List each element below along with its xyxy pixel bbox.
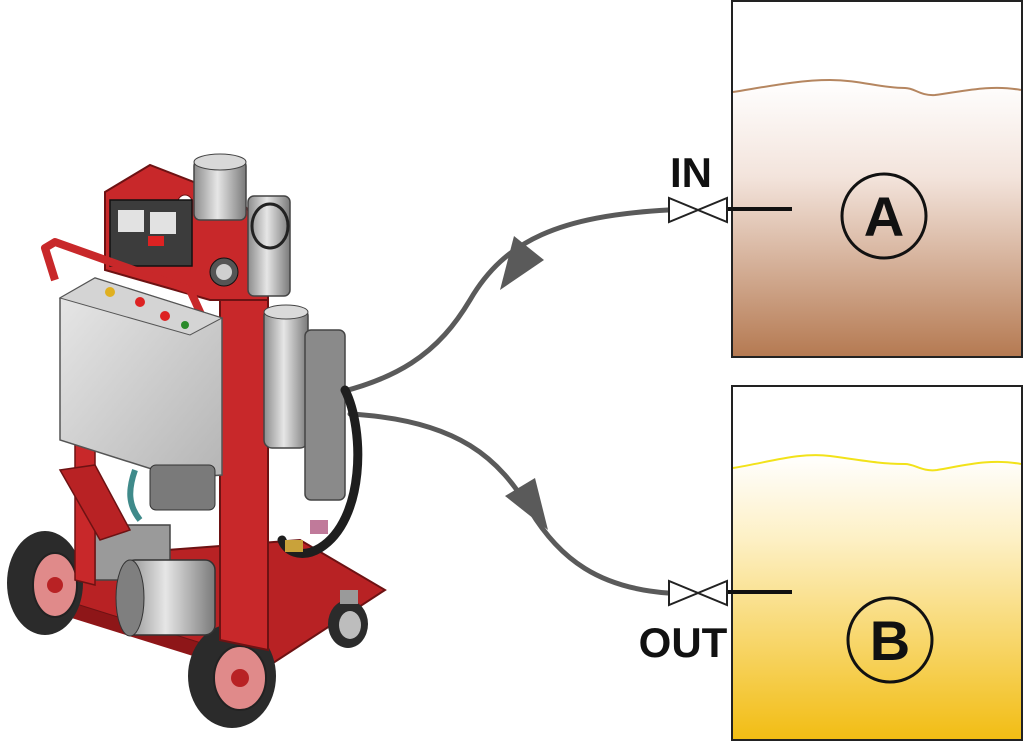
tank-a-badge [840,172,928,260]
outlet-label: OUT [639,619,728,666]
inlet-hose [297,207,671,403]
inlet-valve-icon [668,196,728,224]
cart-wheel-left [7,531,83,635]
tank-b: B [728,385,1023,741]
outlet-hose [347,411,671,596]
inlet-label: IN [670,149,712,196]
outlet-flow-arrow-icon [505,478,548,530]
outlet-valve-icon [668,579,728,607]
tank-a-oil-surface [732,78,1022,97]
cart-caster [328,590,368,648]
tank-a: A [728,0,1023,358]
inlet-flow-arrow-icon [500,236,544,290]
tank-a-label: A [864,185,904,248]
tank-b-badge [846,596,934,684]
tank-b-label: B [870,609,910,672]
hoses [297,207,671,596]
tank-b-oil-surface [732,454,1022,472]
filtration-cart-icon [7,153,387,728]
cart-wheel-right [188,624,276,728]
